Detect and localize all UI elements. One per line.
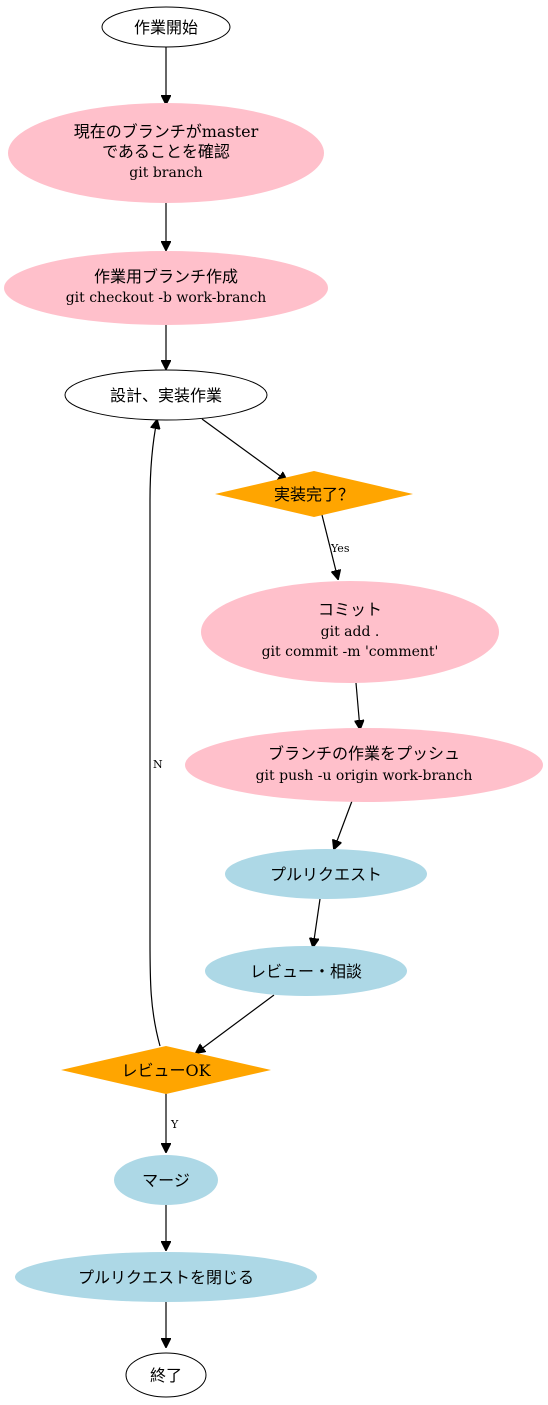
edge-labels: Yes N Y — [153, 542, 350, 1131]
node-push-line-1: ブランチの作業をプッシュ — [268, 744, 460, 763]
node-review: レビュー・相談 — [205, 946, 407, 996]
edge-label-y: Y — [170, 1118, 179, 1131]
node-check-master: 現在のブランチがmaster であることを確認 git branch — [8, 103, 324, 203]
node-close-pr-label: プルリクエストを閉じる — [78, 1268, 254, 1287]
node-merge: マージ — [114, 1155, 218, 1205]
node-push-line-2: git push -u origin work-branch — [256, 768, 473, 784]
edge-review-to-review-ok — [196, 994, 275, 1053]
node-commit-line-3: git commit -m 'comment' — [262, 644, 439, 660]
node-pull-request-label: プルリクエスト — [270, 865, 382, 884]
edge-design-to-impl-done — [201, 418, 287, 481]
node-create-branch-line-1: 作業用ブランチ作成 — [94, 267, 238, 286]
edge-label-yes: Yes — [330, 542, 350, 555]
node-start: 作業開始 — [101, 6, 231, 48]
node-commit-line-2: git add . — [321, 624, 380, 640]
edge-commit-to-push — [356, 682, 360, 729]
edge-review-ok-to-design — [149, 420, 160, 1047]
node-check-master-line-3: git branch — [129, 165, 202, 181]
node-review-ok-label: レビューOK — [121, 1061, 211, 1080]
node-close-pr: プルリクエストを閉じる — [15, 1252, 317, 1302]
node-pull-request: プルリクエスト — [225, 849, 427, 899]
node-create-branch: 作業用ブランチ作成 git checkout -b work-branch — [4, 251, 328, 325]
node-check-master-line-1: 現在のブランチがmaster — [74, 122, 259, 141]
node-start-label: 作業開始 — [134, 18, 198, 37]
node-create-branch-line-2: git checkout -b work-branch — [66, 290, 267, 306]
node-commit-line-1: コミット — [318, 600, 382, 619]
edges — [149, 47, 360, 1347]
node-impl-done-label: 実装完了？ — [274, 485, 354, 504]
node-impl-done: 実装完了？ — [215, 471, 413, 517]
node-merge-label: マージ — [142, 1171, 190, 1190]
node-review-ok: レビューOK — [61, 1046, 271, 1094]
edge-label-no: N — [153, 758, 163, 771]
node-commit: コミット git add . git commit -m 'comment' — [201, 581, 499, 683]
node-design-label: 設計、実装作業 — [110, 386, 222, 405]
edge-push-to-pull-request — [334, 800, 353, 849]
node-design: 設計、実装作業 — [64, 369, 268, 421]
edge-impl-done-to-commit — [321, 514, 338, 579]
edge-pull-request-to-review — [313, 898, 321, 947]
node-check-master-line-2: であることを確認 — [102, 142, 230, 161]
node-end: 終了 — [125, 1352, 207, 1398]
node-review-label: レビュー・相談 — [250, 962, 362, 981]
node-end-label: 終了 — [150, 1366, 182, 1385]
node-push: ブランチの作業をプッシュ git push -u origin work-bra… — [185, 728, 543, 802]
